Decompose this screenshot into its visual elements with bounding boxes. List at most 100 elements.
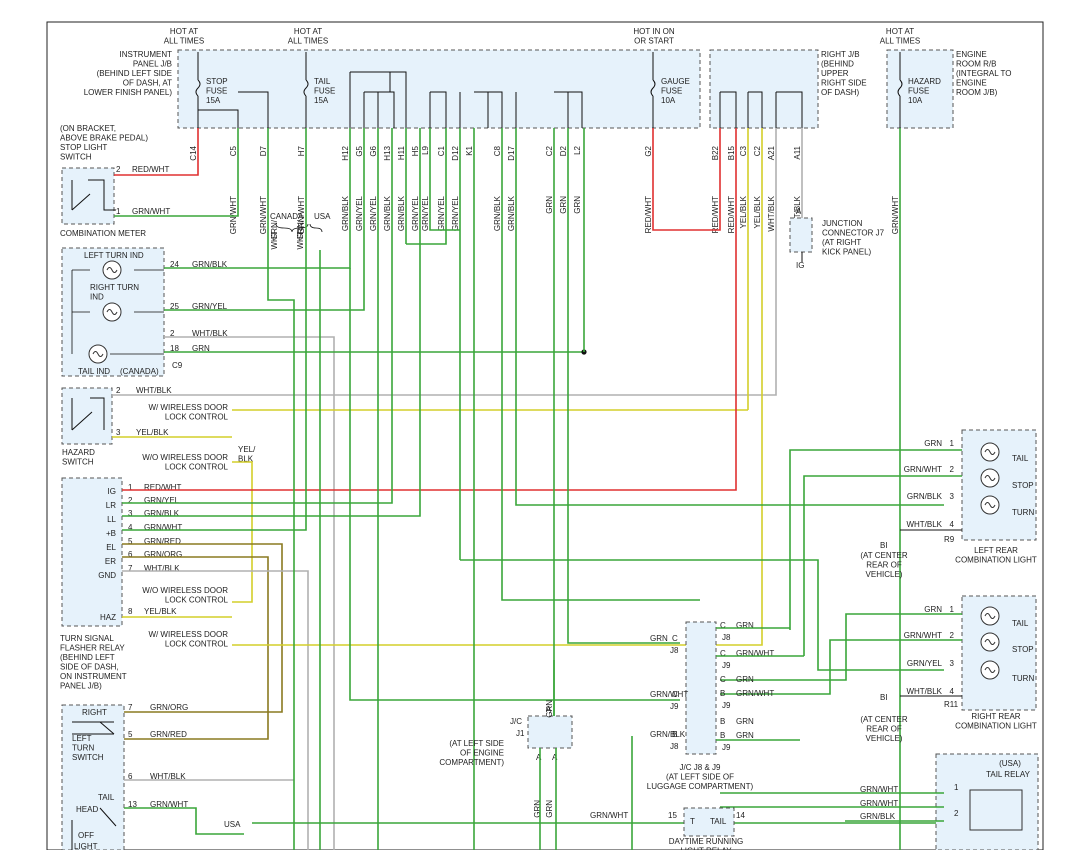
wire-color-label: GRN/YEL bbox=[369, 195, 378, 231]
connector-label: J9 bbox=[722, 743, 731, 752]
daytime-running-light-relay bbox=[683, 807, 735, 837]
right-jb-label: RIGHT SIDE bbox=[821, 79, 867, 88]
pin-label: 13 bbox=[128, 800, 137, 809]
ground-location: (AT CENTER bbox=[860, 551, 907, 560]
wire-color-label: GRN bbox=[545, 196, 554, 214]
pin-label: 18 bbox=[170, 344, 179, 353]
wire-wht-blk bbox=[164, 336, 335, 850]
wire-yel-blk bbox=[232, 461, 253, 603]
right-turn-ind-label: IND bbox=[90, 293, 104, 302]
wire-label: GRN/WHT bbox=[144, 523, 182, 532]
pin-label: 7 bbox=[128, 564, 133, 573]
lock-option-label: LOCK CONTROL bbox=[165, 640, 229, 649]
wire-label: WHT/BLK bbox=[144, 564, 180, 573]
wire-red-wht bbox=[114, 128, 199, 176]
wire-color-label: WHT/BLK bbox=[767, 195, 776, 231]
lock-option-label: LOCK CONTROL bbox=[165, 413, 229, 422]
lock-option-label: W/ WIRELESS DOOR bbox=[148, 630, 228, 639]
relay-coil bbox=[969, 789, 1023, 831]
tail-lamp-filament bbox=[984, 613, 996, 619]
rjb-bus bbox=[652, 91, 803, 128]
wire-grn-wht bbox=[803, 475, 962, 656]
gauge-fuse bbox=[650, 79, 656, 97]
wire-grn-blk bbox=[515, 128, 944, 506]
flasher-label: (BEHIND LEFT bbox=[60, 653, 115, 662]
tail-ind-label: TAIL IND bbox=[78, 367, 110, 376]
junction-j7-label: (AT RIGHT bbox=[822, 238, 861, 247]
engine-rb-label: ENGINE bbox=[956, 79, 987, 88]
pin-label: 6 bbox=[128, 772, 133, 781]
connector-label: R9 bbox=[944, 535, 955, 544]
hazard-fuse-label: FUSE bbox=[908, 87, 929, 96]
wire-label: GRN/RED bbox=[144, 537, 181, 546]
wire-label: GRN/WHT bbox=[860, 785, 898, 794]
wire-label: GRN/ORG bbox=[144, 550, 182, 559]
lock-option-label: W/O WIRELESS DOOR bbox=[142, 586, 228, 595]
wire-label: BLK bbox=[238, 455, 254, 464]
tail-fuse bbox=[303, 79, 309, 97]
pin-label: H7 bbox=[297, 145, 306, 156]
wire-label: WHT bbox=[270, 231, 279, 249]
power-label: ALL TIMES bbox=[880, 37, 920, 46]
engine-rb-label: ROOM R/B bbox=[956, 60, 996, 69]
lamp-label: STOP bbox=[1012, 481, 1034, 490]
wire-color-label: GRN/BLK bbox=[507, 195, 516, 231]
junction-j7-label: JUNCTION bbox=[822, 219, 863, 228]
turn-lamp-filament bbox=[984, 502, 996, 508]
pin-label: 3 bbox=[128, 509, 133, 518]
connector-label: J9 bbox=[722, 661, 731, 670]
stop-switch-label: SWITCH bbox=[60, 153, 92, 162]
left-turn-ind-label: LEFT TURN IND bbox=[84, 251, 144, 260]
hazard-fuse bbox=[897, 79, 903, 97]
pin-label: A11 bbox=[793, 145, 802, 159]
pin-label: G2 bbox=[644, 145, 653, 156]
pin-label: B bbox=[720, 731, 725, 740]
left-turn-indicator-filament bbox=[106, 267, 118, 273]
drl-label: DAYTIME RUNNING bbox=[669, 837, 744, 846]
terminal-label: T bbox=[690, 817, 695, 826]
stop-fuse-label: STOP bbox=[206, 77, 228, 86]
connector-label: C9 bbox=[172, 361, 183, 370]
wire-label: GRN/WHT bbox=[150, 800, 188, 809]
terminal-label: GND bbox=[98, 571, 116, 580]
pin-label: B bbox=[720, 689, 725, 698]
connector-label: J8 bbox=[722, 633, 731, 642]
ground-location: VEHICLE) bbox=[866, 734, 903, 743]
wire-label: GRN/BLK bbox=[144, 509, 180, 518]
usa-label: USA bbox=[314, 212, 331, 221]
lock-option-label: W/ WIRELESS DOOR bbox=[148, 403, 228, 412]
wire-grn-yel bbox=[164, 128, 365, 311]
engine-rb-label: (INTEGRAL TO bbox=[956, 69, 1011, 78]
turn-switch-label: OFF bbox=[78, 831, 94, 840]
connector-label: R11 bbox=[944, 700, 959, 709]
pin-label: 2 bbox=[170, 329, 175, 338]
wire-label: GRN/WHT bbox=[736, 689, 774, 698]
power-label: ALL TIMES bbox=[288, 37, 328, 46]
canada-label: CANADA bbox=[270, 212, 304, 221]
right-jb-label: OF DASH) bbox=[821, 88, 860, 97]
power-label: HOT AT bbox=[294, 27, 322, 36]
wire-color-label: GRN/YEL bbox=[355, 195, 364, 231]
pin-label: H11 bbox=[397, 145, 406, 160]
terminal-label: IG bbox=[108, 487, 116, 496]
wire-grn-red bbox=[122, 543, 283, 713]
indicator-wiring bbox=[71, 269, 164, 355]
ip-jb-label: PANEL J/B bbox=[133, 60, 172, 69]
ground-location: REAR OF bbox=[866, 725, 902, 734]
wire-color-label: GRN/WHT bbox=[297, 196, 306, 234]
lamp-label: TURN bbox=[1012, 508, 1034, 517]
wire-label: GRN/WHT bbox=[132, 207, 170, 216]
drl-label: LIGHT RELAY bbox=[680, 847, 732, 851]
wire-label: WHT/BLK bbox=[906, 520, 942, 529]
pin-label: 14 bbox=[736, 811, 745, 820]
left-rear-label: LEFT REAR bbox=[974, 546, 1018, 555]
wire-grn-wht bbox=[124, 807, 244, 835]
connector-label: J9 bbox=[722, 701, 731, 710]
lock-option-label: W/O WIRELESS DOOR bbox=[142, 453, 228, 462]
wire-label: GRN bbox=[924, 605, 942, 614]
wire-red-wht bbox=[652, 128, 721, 231]
turn-signal-flasher-relay bbox=[61, 477, 123, 627]
pin-label: 7 bbox=[128, 703, 133, 712]
terminal-label: +B bbox=[106, 529, 116, 538]
